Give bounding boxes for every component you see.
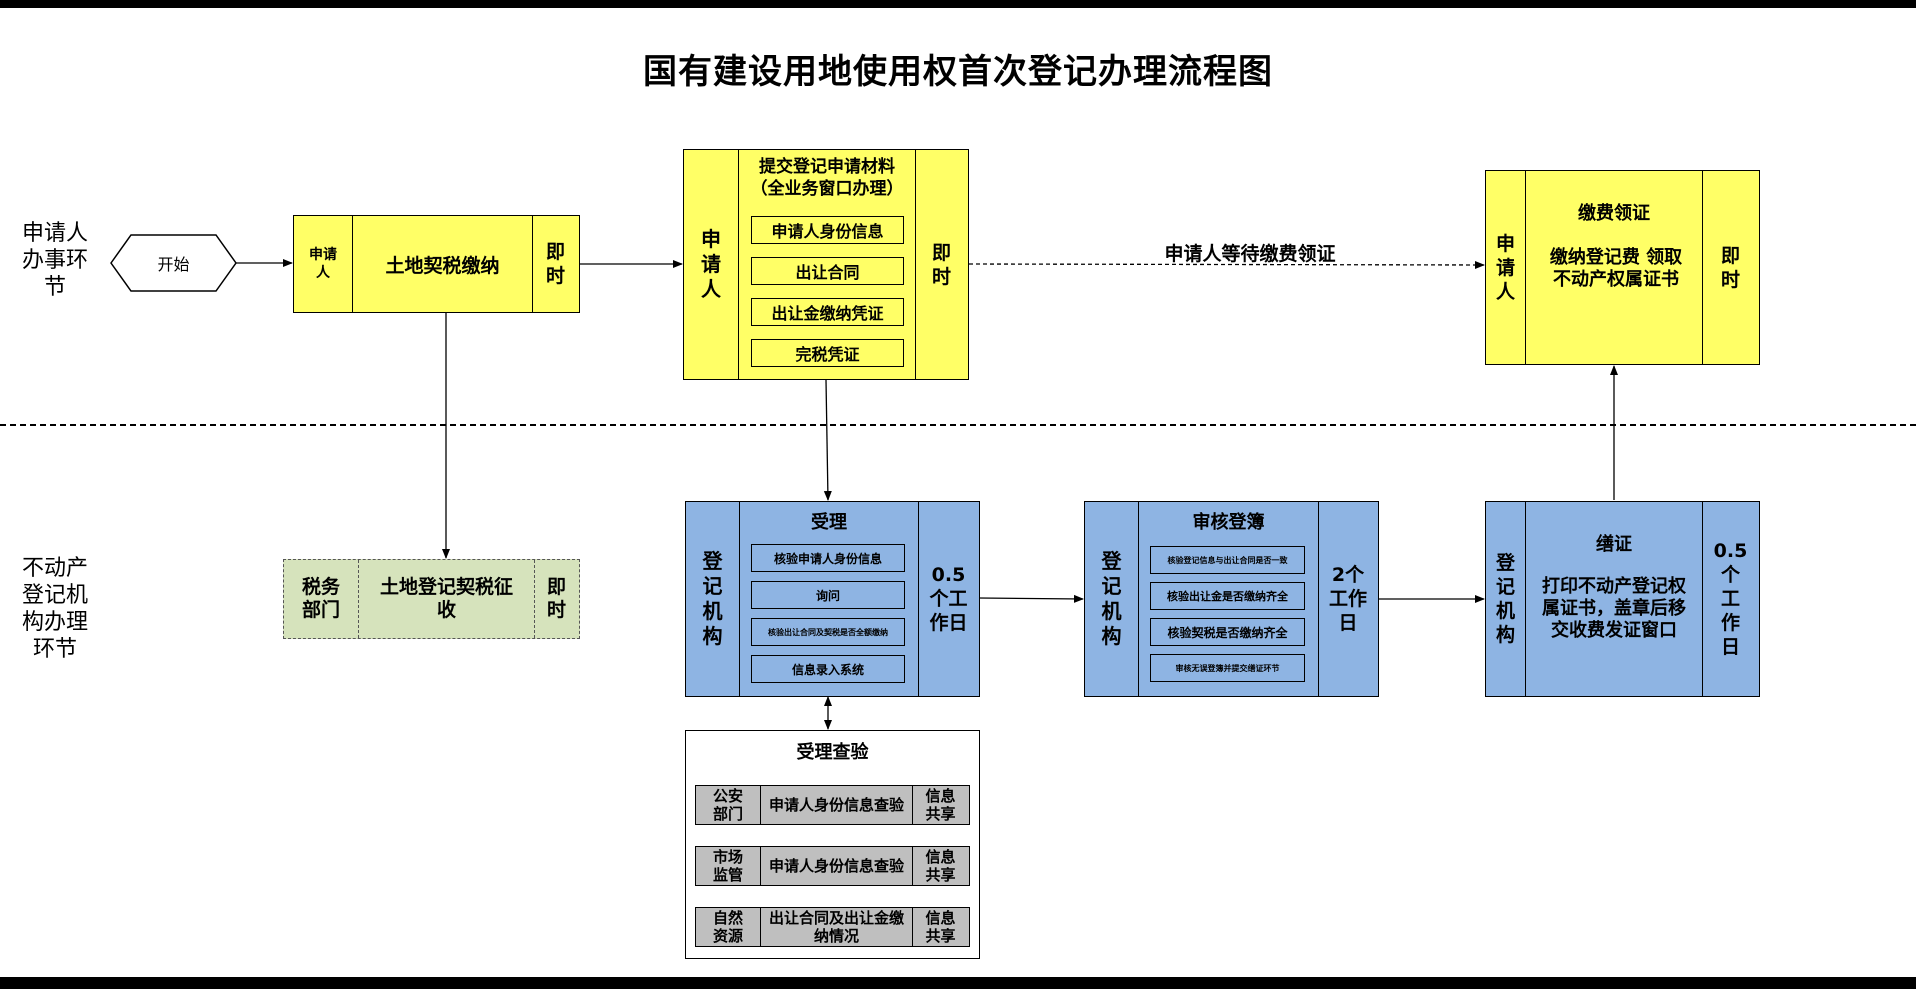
tax-collect-task: 土地登记契税征收 [358, 560, 534, 638]
accept-item: 信息录入系统 [751, 655, 905, 683]
submit-actor: 申请人 [701, 227, 721, 301]
review-item: 核验登记信息与出让合同是否一致 [1150, 546, 1305, 574]
submit-box: 申请人 提交登记申请材料（全业务窗口办理） 申请人身份信息 出让合同 出让金缴纳… [683, 149, 969, 380]
certify-box: 登记机构 缮证 打印不动产登记权属证书，盖章后移交收费发证窗口 0.5个工作日 [1485, 501, 1760, 697]
check-dept: 公安部门 [712, 787, 743, 823]
accept-item: 核验出让合同及契税是否全额缴纳 [751, 618, 905, 646]
accept-title: 受理 [811, 512, 847, 533]
submit-item: 出让金缴纳凭证 [751, 298, 904, 326]
review-box: 登记机构 审核登簿 核验登记信息与出让合同是否一致 核验出让金是否缴纳齐全 核验… [1084, 501, 1379, 697]
lane-label-registry: 不动产登记机构办理环节 [21, 556, 88, 662]
tax-pay-actor: 申请人 [309, 247, 337, 281]
wait-note: 申请人等待缴费领证 [1164, 243, 1336, 265]
collect-title: 缴费领证 [1578, 203, 1650, 224]
check-title: 受理查验 [796, 742, 869, 763]
tax-collect-box: 税务部门 土地登记契税征收 即时 [283, 559, 580, 639]
page-title: 国有建设用地使用权首次登记办理流程图 [643, 52, 1273, 92]
tax-pay-box: 申请人 土地契税缴纳 即时 [293, 215, 580, 313]
check-mode: 信息共享 [912, 786, 968, 824]
check-box: 受理查验 公安部门 申请人身份信息查验 信息共享 市场监管 申请人身份信息查验 … [685, 730, 980, 959]
tax-pay-time: 即时 [532, 216, 578, 312]
submit-center: 提交登记申请材料（全业务窗口办理） 申请人身份信息 出让合同 出让金缴纳凭证 完… [738, 150, 915, 379]
check-item: 申请人身份信息查验 [760, 786, 912, 824]
check-row: 自然资源 出让合同及出让金缴纳情况 信息共享 [695, 907, 970, 947]
accept-center: 受理 核验申请人身份信息 询问 核验出让合同及契税是否全额缴纳 信息录入系统 [739, 502, 918, 696]
tax-collect-time: 即时 [534, 560, 578, 638]
certify-title: 缮证 [1596, 534, 1632, 555]
submit-time: 即时 [915, 150, 967, 379]
lane-label-applicant: 申请人办事环节 [21, 221, 88, 300]
collect-box: 申请人 缴费领证 缴纳登记费 领取不动产权属证书 即时 [1485, 170, 1760, 365]
review-actor: 登记机构 [1101, 549, 1122, 648]
submit-item: 完税凭证 [751, 339, 904, 367]
certify-actor: 登记机构 [1495, 552, 1515, 646]
collect-desc: 缴纳登记费 领取不动产权属证书 [1549, 247, 1683, 290]
start-label: 开始 [157, 255, 190, 274]
collect-center: 缴费领证 缴纳登记费 领取不动产权属证书 [1525, 171, 1702, 364]
check-item: 申请人身份信息查验 [760, 847, 912, 885]
accept-box: 登记机构 受理 核验申请人身份信息 询问 核验出让合同及契税是否全额缴纳 信息录… [685, 501, 980, 697]
accept-time: 0.5个工作日 [918, 502, 978, 696]
tax-pay-task: 土地契税缴纳 [352, 216, 532, 312]
certify-time: 0.5个工作日 [1702, 502, 1758, 696]
collect-time: 即时 [1702, 171, 1758, 364]
review-item: 审核无误登簿并提交缮证环节 [1150, 654, 1305, 682]
top-border [0, 0, 1916, 8]
review-time: 2个工作日 [1318, 502, 1377, 696]
certify-center: 缮证 打印不动产登记权属证书，盖章后移交收费发证窗口 [1525, 502, 1702, 696]
collect-actor: 申请人 [1495, 232, 1515, 303]
check-mode: 信息共享 [912, 908, 968, 946]
review-title: 审核登簿 [1192, 512, 1265, 533]
check-item: 出让合同及出让金缴纳情况 [760, 908, 912, 946]
lane-divider [0, 424, 1916, 426]
accept-actor: 登记机构 [702, 549, 723, 648]
check-row: 市场监管 申请人身份信息查验 信息共享 [695, 846, 970, 886]
submit-item: 出让合同 [751, 257, 904, 285]
tax-collect-actor: 税务部门 [301, 576, 340, 621]
submit-item: 申请人身份信息 [751, 216, 904, 244]
check-row: 公安部门 申请人身份信息查验 信息共享 [695, 785, 970, 825]
review-item: 核验契税是否缴纳齐全 [1150, 618, 1305, 646]
bottom-border [0, 977, 1916, 989]
check-mode: 信息共享 [912, 847, 968, 885]
check-dept: 市场监管 [712, 848, 743, 884]
check-dept: 自然资源 [712, 909, 743, 945]
certify-desc: 打印不动产登记权属证书，盖章后移交收费发证窗口 [1542, 576, 1686, 641]
review-item: 核验出让金是否缴纳齐全 [1150, 582, 1305, 610]
review-center: 审核登簿 核验登记信息与出让合同是否一致 核验出让金是否缴纳齐全 核验契税是否缴… [1138, 502, 1318, 696]
accept-item: 询问 [751, 581, 905, 609]
accept-item: 核验申请人身份信息 [751, 544, 905, 572]
submit-title: 提交登记申请材料（全业务窗口办理） [750, 157, 904, 199]
